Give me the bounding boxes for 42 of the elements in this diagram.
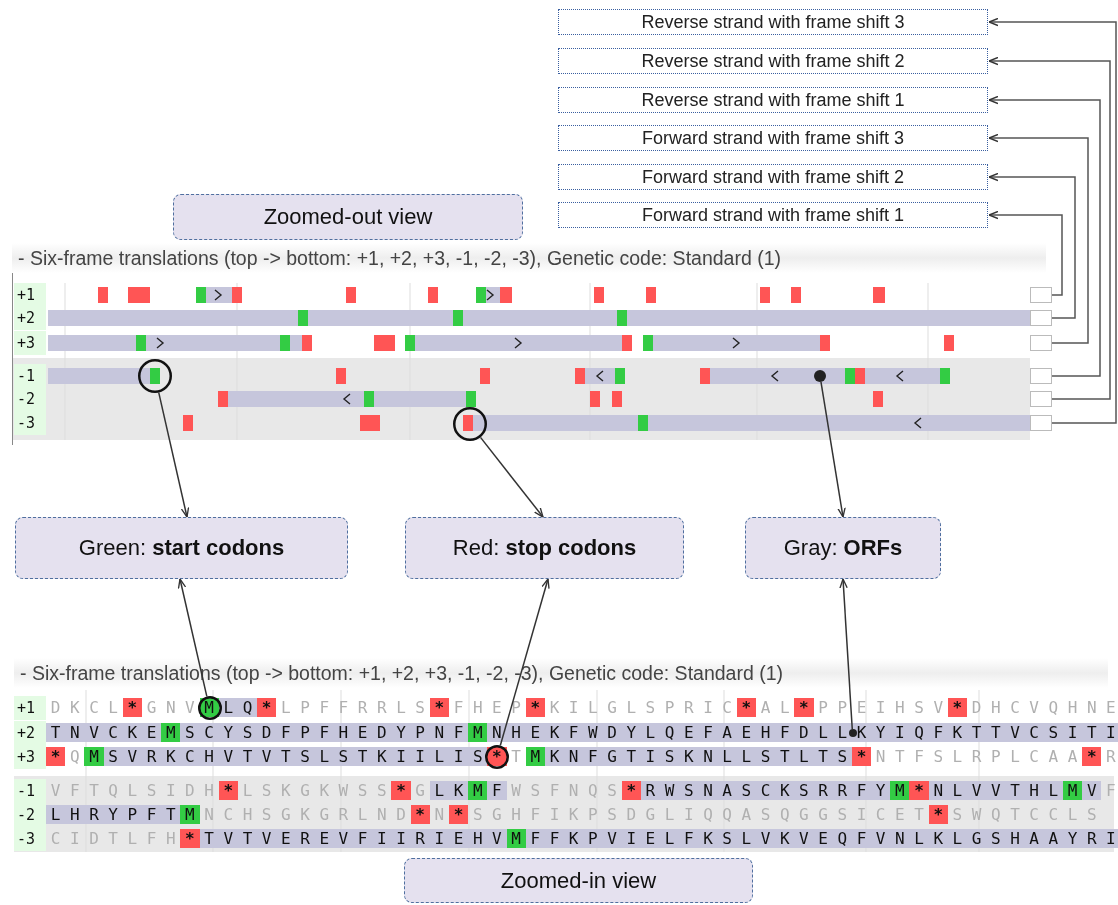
callout-box: Gray: ORFs	[745, 517, 941, 579]
connector-arrow	[988, 56, 1111, 400]
frame-number: +2	[14, 721, 46, 745]
leader-line	[177, 578, 208, 698]
frame-number: +2	[14, 306, 46, 330]
frame-number: -3	[14, 827, 46, 851]
callout-box: Red: stop codons	[405, 517, 684, 579]
connector-arrow	[988, 95, 1101, 377]
leader-line	[499, 578, 550, 747]
frame-number: +1	[14, 696, 46, 720]
amino-acid-sequence: V F T Q L S I D H * L S K G K W S S * G L K M F W S F N Q S * R W S N A S C K S R R F Y M * N L V V T H L M V F	[49, 780, 1117, 802]
frame-label-box: Forward strand with frame shift 3	[558, 125, 988, 151]
frame-number: +1	[14, 283, 46, 307]
frame-label-box: Reverse strand with frame shift 1	[558, 87, 988, 113]
leader-line	[820, 381, 846, 518]
callout-box: Zoomed-in view	[404, 858, 753, 903]
callout-box: Green: start codons	[15, 517, 348, 579]
callout-box: Zoomed-out view	[173, 194, 523, 240]
frame-number: -2	[14, 803, 46, 827]
frame-label-box: Forward strand with frame shift 1	[558, 202, 988, 228]
frame-number: +3	[14, 331, 46, 355]
connector-arrow	[988, 172, 1076, 319]
leader-line	[839, 578, 853, 730]
leader-line	[479, 436, 544, 518]
amino-acid-sequence: T N V C K E M S C Y S D F P F H E D Y P N F M N H E K F W D Y L Q E F A E H F D L L K Y I Q F K T T V C S I T I	[46, 722, 1118, 744]
frame-label-box: Reverse strand with frame shift 3	[558, 9, 988, 35]
frame-number: -1	[14, 779, 46, 803]
frame-number: -3	[14, 411, 46, 435]
connector-arrow	[988, 210, 1063, 296]
frame-number: -1	[14, 364, 46, 388]
frame-number: +3	[14, 745, 46, 769]
frame-label-box: Reverse strand with frame shift 2	[558, 48, 988, 74]
amino-acid-sequence: L H R Y P F T M N C H S G K G R L N D * N * S G H F I K P S D G L I Q Q A S Q G G S I C E T * S W Q T C C L S	[46, 804, 1102, 826]
frame-label-box: Forward strand with frame shift 2	[558, 164, 988, 190]
leader-line	[158, 391, 190, 518]
panel-header: - Six-frame translations (top -> bottom: +1, +2, +3, -1, -2, -3), Genetic code: Standard (1)	[12, 243, 1046, 273]
amino-acid-sequence: D K C L * G N V M L Q * L P F F R R L S * F H E P * K I L G L S P R I C * A L * P P E I H S V * D H C V Q H N E	[49, 697, 1117, 719]
frame-number: -2	[14, 387, 46, 411]
amino-acid-sequence: C I D T L F H * T V T V E R E V F I I R I E H V M F F K P V I E L F K S L V K V E Q F V N L K L G S H A A Y R I	[49, 828, 1118, 850]
connector-arrow	[988, 133, 1089, 344]
amino-acid-sequence: * Q M S V R K C H V T V T S L S T K I I L I S * T M K N F G T I S K N L L S T L T S * N T F S L R P L C A A * R	[46, 746, 1118, 768]
connector-arrow	[988, 17, 1117, 424]
